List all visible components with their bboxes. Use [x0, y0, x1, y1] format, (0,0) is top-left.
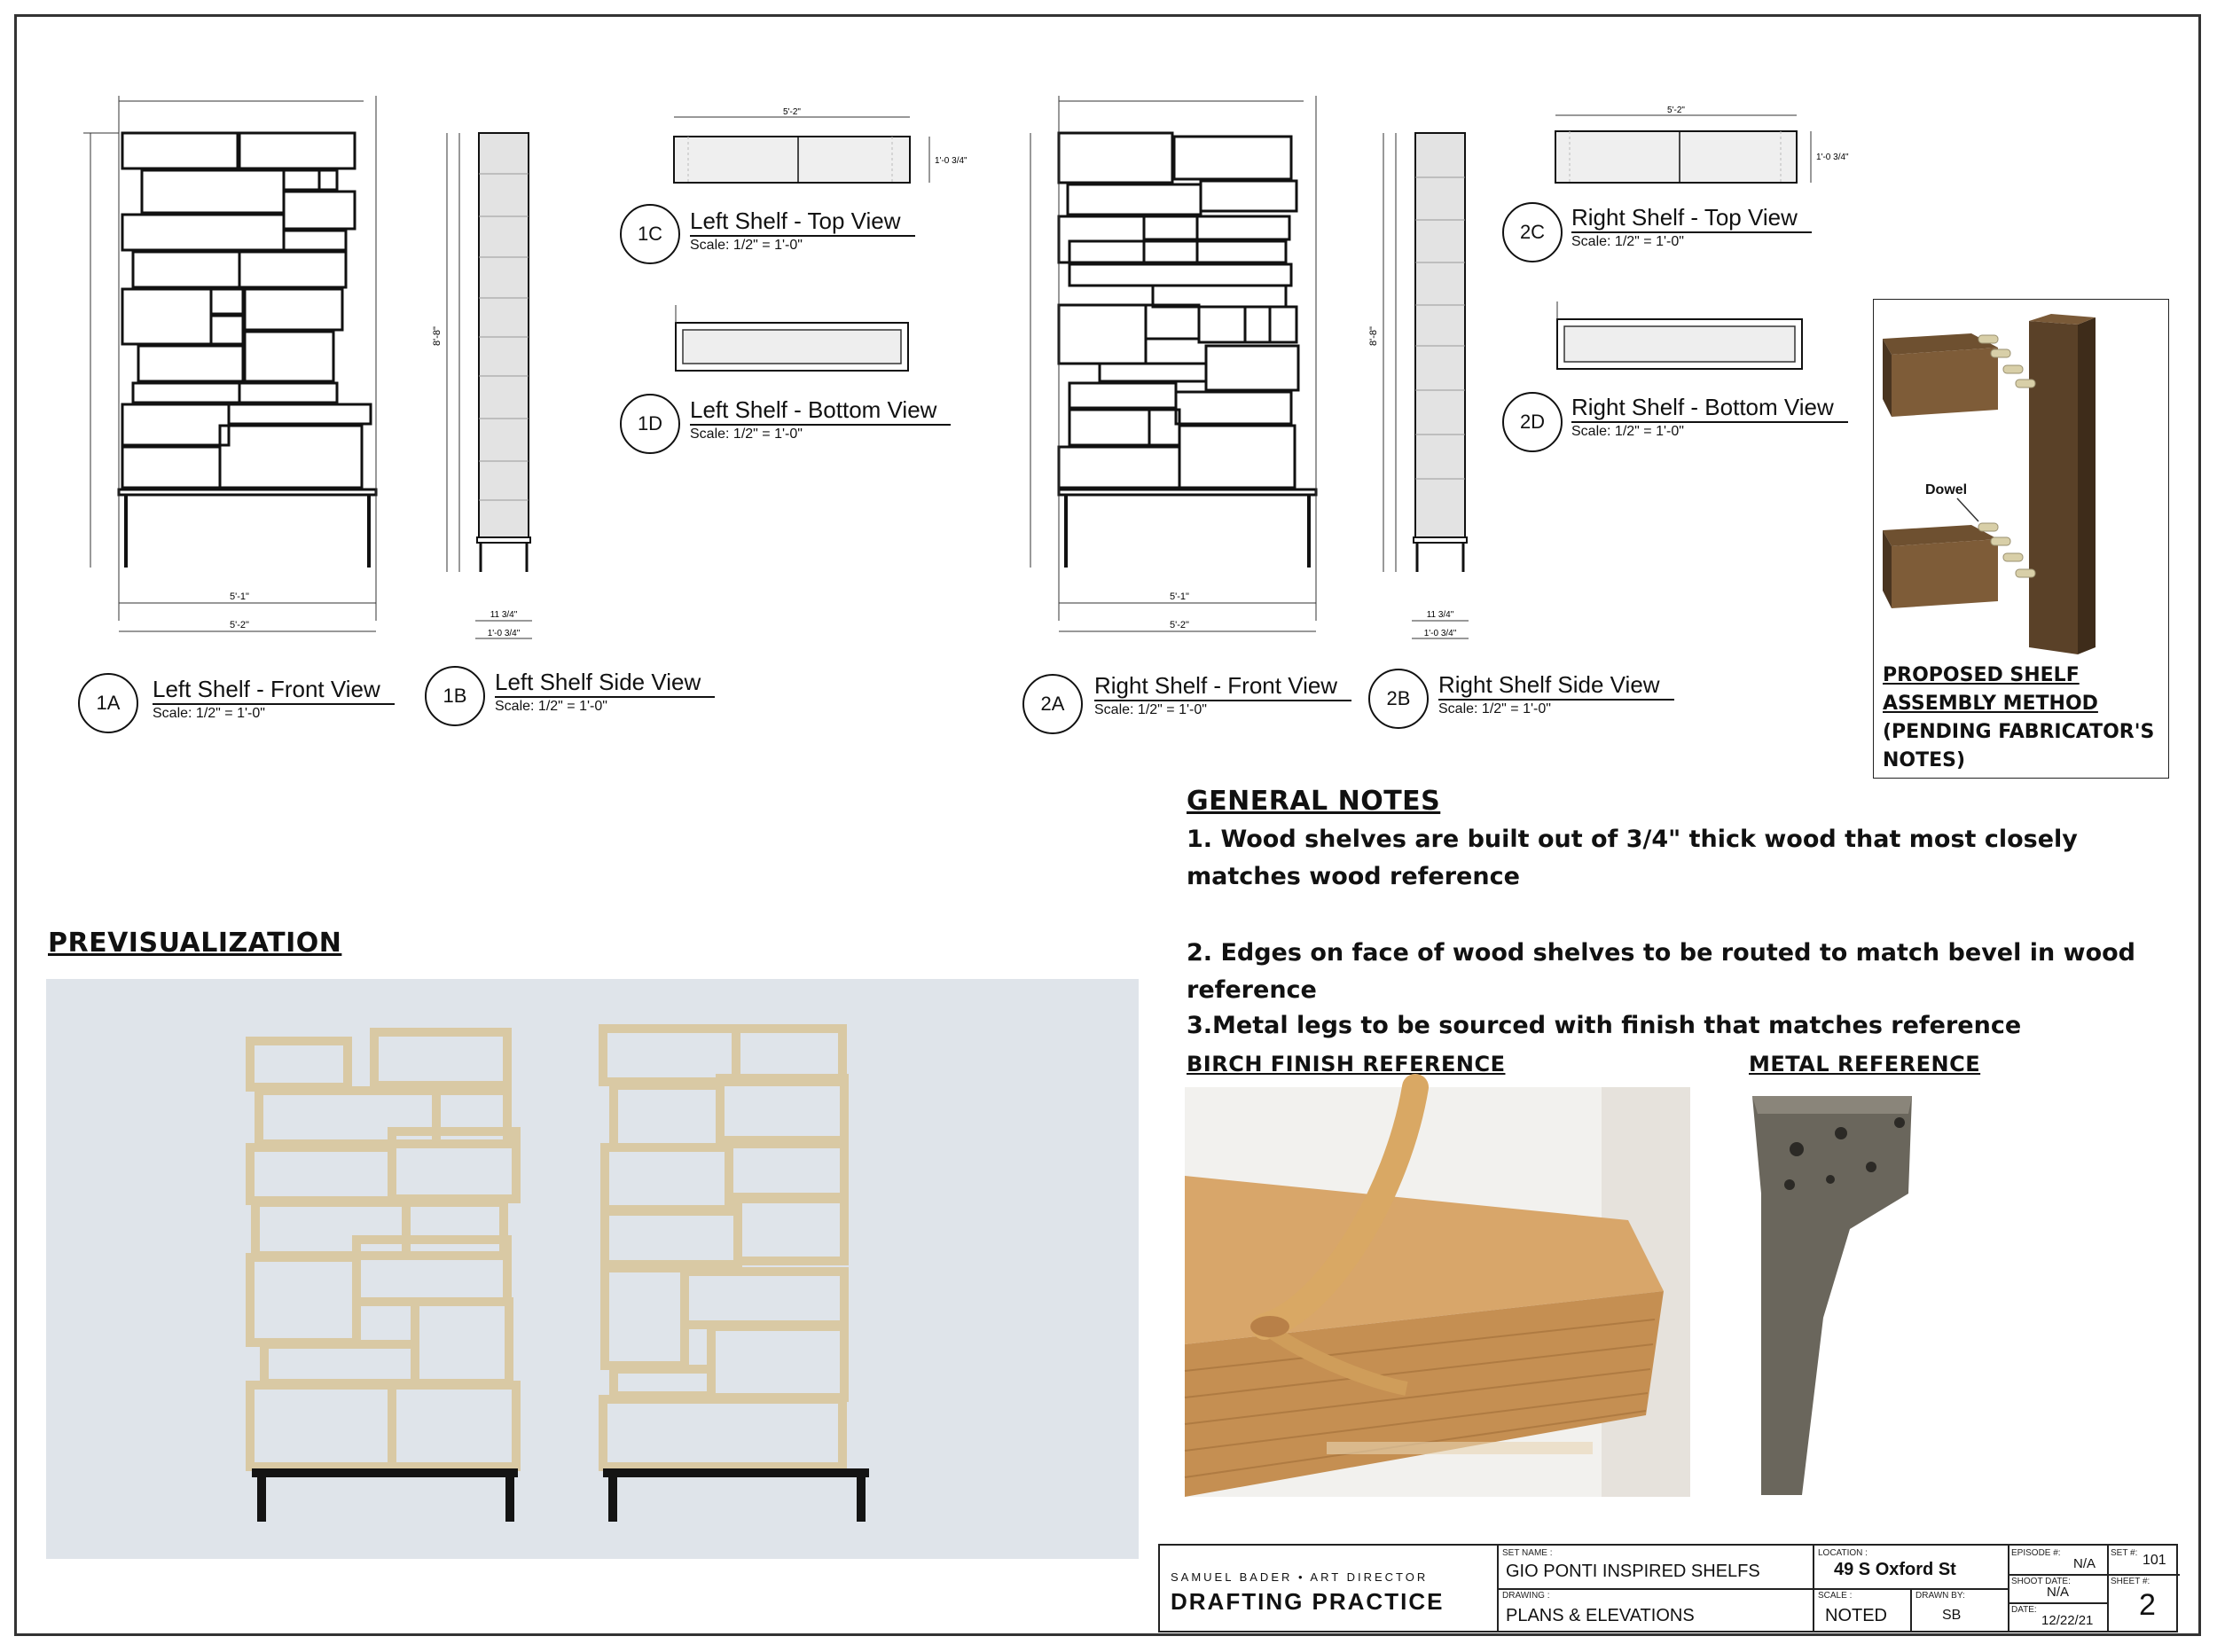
general-note-2: 2. Edges on face of wood shelves to be r… — [1187, 939, 2136, 1004]
dim-overall-width-2: 5'-2" — [230, 620, 249, 630]
dowel-label: Dowel — [1925, 482, 1968, 497]
episode-label: EPISODE #: — [2011, 1548, 2061, 1558]
left-shelf-top-plan: 5'-2" 1'-0 3/4" — [673, 107, 967, 184]
dim-height: 8'-8" — [432, 326, 443, 346]
drawing-value: PLANS & ELEVATIONS — [1506, 1606, 1695, 1625]
view-bubble-2b: 2B — [1368, 669, 1429, 729]
right-shelf-front-elevation: 5'-1" 5'-2" — [1030, 96, 1318, 632]
dim-side-a-right: 11 3/4" — [1427, 610, 1454, 620]
dowel-assembly-illustration — [1883, 314, 2096, 654]
view-bubble-2d: 2D — [1502, 392, 1563, 452]
metal-reference-heading: METAL REFERENCE — [1749, 1052, 1981, 1077]
dim-top-depth: 1'-0 3/4" — [935, 156, 967, 166]
scale-label: SCALE : — [1818, 1591, 1853, 1601]
set-number-label: SET #: — [2111, 1548, 2138, 1558]
title-block: SAMUEL BADER • ART DIRECTOR DRAFTING PRA… — [1158, 1544, 2180, 1632]
view-bubble-2a: 2A — [1022, 674, 1083, 734]
view-bubble-2c: 2C — [1502, 202, 1563, 262]
set-name-value: GIO PONTI INSPIRED SHELFS — [1506, 1562, 1760, 1581]
dim-top-width: 5'-2" — [783, 107, 801, 117]
general-notes-heading: GENERAL NOTES — [1187, 786, 1441, 817]
sheet-label: SHEET #: — [2111, 1577, 2150, 1586]
drawing-label: DRAWING : — [1502, 1591, 1550, 1601]
metal-leg-reference-photo — [1726, 1087, 1939, 1497]
dim-side-b: 1'-0 3/4" — [488, 629, 521, 638]
shoot-date-label: SHOOT DATE: — [2011, 1577, 2071, 1586]
assembly-method-panel: Dowel PROPOSED SHELF ASSEMBLY METHOD (PE… — [1873, 299, 2169, 779]
previs-render — [46, 979, 1139, 1559]
dim-side-b-right: 1'-0 3/4" — [1424, 629, 1457, 638]
dim-top-width-right: 5'-2" — [1667, 106, 1685, 115]
view-bubble-1a: 1A — [78, 673, 138, 733]
assembly-caption: PROPOSED SHELF ASSEMBLY METHOD (PENDING … — [1883, 664, 2155, 771]
drawn-by-value: SB — [1942, 1608, 1962, 1623]
episode-value: N/A — [2073, 1556, 2096, 1571]
title-block-company: DRAFTING PRACTICE — [1171, 1588, 1445, 1615]
dim-top-depth-right: 1'-0 3/4" — [1816, 153, 1849, 162]
dim-overall-width: 5'-1" — [230, 591, 249, 602]
previs-shelves-illustration — [246, 1024, 869, 1522]
drawn-by-label: DRAWN BY: — [1915, 1591, 1965, 1601]
previs-heading: PREVISUALIZATION — [48, 928, 342, 959]
view-bubble-1d: 1D — [620, 394, 680, 454]
title-block-author: SAMUEL BADER • ART DIRECTOR — [1171, 1570, 1429, 1584]
birch-reference-heading: BIRCH FINISH REFERENCE — [1187, 1052, 1506, 1077]
set-name-label: SET NAME : — [1502, 1548, 1553, 1558]
scale-value: NOTED — [1825, 1606, 1887, 1625]
sheet-number: 2 — [2139, 1588, 2156, 1622]
right-shelf-bottom-plan — [1556, 301, 1803, 370]
right-shelf-top-plan: 5'-2" 1'-0 3/4" — [1555, 106, 1849, 184]
general-note-1: 1. Wood shelves are built out of 3/4" th… — [1187, 826, 2078, 890]
date-value: 12/22/21 — [2041, 1613, 2094, 1628]
general-note-3: 3.Metal legs to be sourced with finish t… — [1187, 1012, 2022, 1039]
shoot-date-value: N/A — [2047, 1585, 2070, 1600]
right-shelf-side-elevation: 8'-8" 11 3/4" 1'-0 3/4" — [1368, 132, 1469, 639]
left-shelf-front-elevation: 5'-1" 5'-2" — [83, 96, 378, 632]
left-shelf-side-elevation: 8'-8" 11 3/4" 1'-0 3/4" — [432, 132, 532, 639]
dim-overall-width-right-2: 5'-2" — [1170, 620, 1189, 630]
location-value: 49 S Oxford St — [1834, 1560, 1956, 1579]
sheet-border — [14, 14, 2201, 1636]
view-bubble-1c: 1C — [620, 204, 680, 264]
birch-wood-reference-photo — [1184, 1074, 1690, 1497]
location-label: LOCATION : — [1818, 1548, 1868, 1558]
dim-side-a: 11 3/4" — [490, 610, 518, 620]
dim-overall-width-right: 5'-1" — [1170, 591, 1189, 602]
dim-height-right: 8'-8" — [1368, 326, 1379, 346]
set-number-value: 101 — [2143, 1553, 2166, 1568]
date-label: DATE: — [2011, 1605, 2037, 1615]
left-shelf-bottom-plan — [675, 305, 909, 372]
view-bubble-1b: 1B — [425, 666, 485, 726]
